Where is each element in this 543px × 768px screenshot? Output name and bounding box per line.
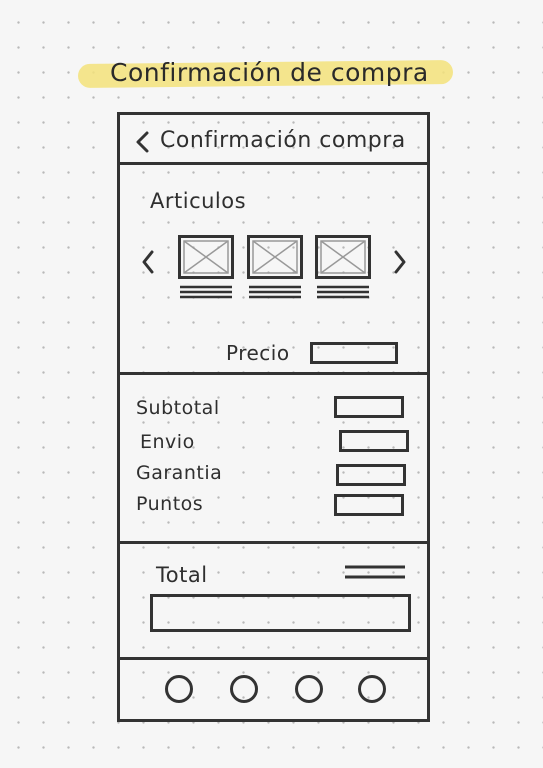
shipping-label: Envio bbox=[140, 431, 195, 453]
header-divider bbox=[120, 162, 427, 165]
nav-circle-icon[interactable] bbox=[165, 675, 193, 703]
article-text-lines bbox=[249, 285, 301, 299]
points-label: Puntos bbox=[136, 493, 204, 515]
subtotal-value-box bbox=[334, 396, 404, 418]
nav-circle-icon[interactable] bbox=[230, 675, 258, 703]
articles-label: Articulos bbox=[150, 189, 247, 213]
total-label: Total bbox=[156, 563, 208, 587]
price-value-box bbox=[310, 342, 398, 364]
shipping-value-box bbox=[339, 430, 409, 452]
warranty-label: Garantia bbox=[136, 462, 223, 484]
article-image-icon[interactable] bbox=[315, 235, 371, 279]
header-title: Confirmación compra bbox=[160, 128, 406, 153]
article-text-lines bbox=[317, 285, 369, 299]
article-image-icon[interactable] bbox=[178, 235, 234, 279]
total-divider bbox=[120, 657, 427, 660]
carousel-prev-icon[interactable] bbox=[140, 249, 156, 275]
total-amount-lines bbox=[345, 565, 405, 579]
carousel-next-icon[interactable] bbox=[392, 249, 408, 275]
price-label: Precio bbox=[226, 341, 290, 365]
sketch-title: Confirmación de compra bbox=[110, 58, 429, 87]
subtotal-label: Subtotal bbox=[136, 397, 220, 419]
warranty-value-box bbox=[336, 464, 406, 486]
nav-circle-icon[interactable] bbox=[295, 675, 323, 703]
article-image-icon[interactable] bbox=[247, 235, 303, 279]
articles-divider bbox=[120, 372, 427, 375]
confirm-purchase-button[interactable] bbox=[150, 594, 411, 632]
article-text-lines bbox=[180, 285, 232, 299]
points-value-box bbox=[334, 494, 404, 516]
nav-circle-icon[interactable] bbox=[358, 675, 386, 703]
phone-frame: Confirmación compra Articulos bbox=[117, 112, 430, 722]
back-chevron-icon[interactable] bbox=[134, 130, 152, 154]
breakdown-divider bbox=[120, 541, 427, 544]
